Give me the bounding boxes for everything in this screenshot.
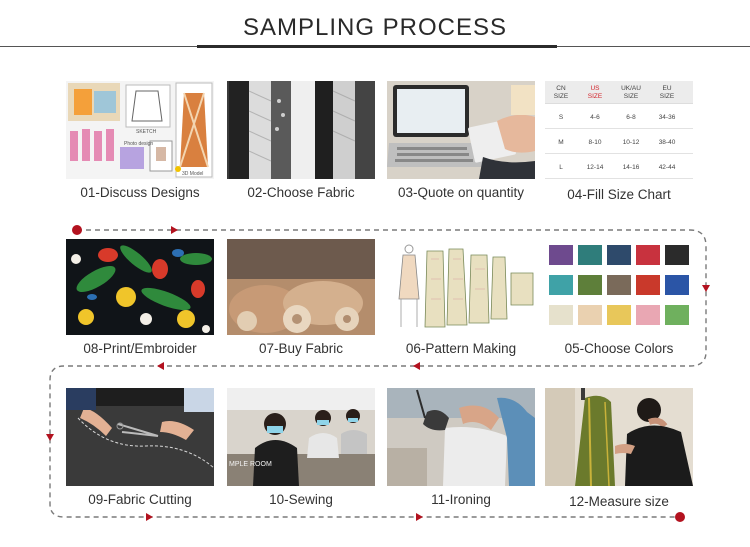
step-card-choose-fabric: 02-Choose Fabric [227,81,375,200]
sewing-workers-image: MPLE ROOM [227,388,375,486]
size-chart-cell: L [559,164,563,171]
svg-text:3D Model: 3D Model [182,171,203,177]
pattern-pieces-drawing [387,239,535,337]
step-card-fabric-cutting: 09-Fabric Cutting [66,388,214,507]
size-chart-cell: 42-44 [659,164,676,171]
title-underline [197,45,557,48]
step-label: 11-Ironing [431,492,491,507]
design-sketches-image: SKETCH Photo design 3D Model [66,81,214,179]
flow-arrow-2 [702,285,710,292]
size-chart-cell: 8-10 [588,139,601,146]
flow-arrow-3 [157,362,164,370]
size-chart-cell: 6-8 [626,114,636,121]
size-chart-row-divider [545,128,693,129]
svg-text:EU: EU [662,85,671,92]
step-label: 07-Buy Fabric [258,341,344,356]
size-chart-cell: 34-36 [659,114,676,121]
step-label: 08-Print/Embroider [83,341,197,356]
svg-text:SIZE: SIZE [624,93,639,100]
svg-text:US: US [590,85,600,92]
svg-text:SKETCH: SKETCH [136,129,157,135]
size-chart-cell: M [558,139,563,146]
step-label: 12-Measure size [569,494,669,509]
svg-text:SIZE: SIZE [660,93,675,100]
step-card-ironing: 11-Ironing [387,388,535,507]
size-chart-cell: S [559,114,564,121]
flow-arrow-7 [416,513,423,521]
step-card-sewing: MPLE ROOM 10-Sewing [227,388,375,507]
step-label: 04-Fill Size Chart [567,187,671,202]
flow-arrow-4 [413,362,420,370]
laptop-calculator-image [387,81,535,179]
step-card-pattern-making: 06-Pattern Making [387,239,535,356]
flow-arrow-5 [46,434,54,441]
svg-text:MPLE ROOM: MPLE ROOM [229,461,272,468]
size-chart-cell: 12-14 [587,164,604,171]
flow-arrow-6 [146,513,153,521]
size-chart-row-divider [545,178,693,179]
page-title: SAMPLING PROCESS [242,14,508,41]
step-label: 03-Quote on quantity [397,185,525,200]
step-card-measure-size: 12-Measure size [545,388,693,509]
step-card-buy-fabric: 07-Buy Fabric [227,239,375,356]
fabric-rolls-image [227,81,375,179]
step-card-discuss-designs: SKETCH Photo design 3D Model 01-Discuss … [66,81,214,200]
step-label: 05-Choose Colors [564,341,674,356]
svg-text:Photo design: Photo design [124,141,153,147]
size-chart-cell: 14-16 [623,164,640,171]
printed-fabric-image [66,239,214,337]
step-label: 02-Choose Fabric [247,185,355,200]
color-swatches-grid [545,239,693,337]
svg-text:CN: CN [556,85,566,92]
svg-text:SIZE: SIZE [554,93,569,100]
size-chart-cell: 10-12 [623,139,640,146]
step-card-fill-size-chart: CN SIZE US SIZE UK/AU SIZE EU SIZE S 4-6 6… [545,81,693,202]
step-card-choose-colors: 05-Choose Colors [545,239,693,356]
step-card-quote-on-quantity: 03-Quote on quantity [387,81,535,200]
svg-text:UK/AU: UK/AU [621,85,641,92]
flow-arrow-1 [171,226,178,234]
flow-end-dot [675,512,685,522]
svg-text:SIZE: SIZE [588,93,603,100]
size-chart-table: CN SIZE US SIZE UK/AU SIZE EU SIZE S 4-6 6… [545,81,693,179]
step-label: 10-Sewing [269,492,333,507]
ironing-image [387,388,535,486]
measuring-garment-image [545,388,693,486]
fabric-bolts-image [227,239,375,337]
cutting-fabric-image [66,388,214,486]
step-label: 01-Discuss Designs [80,185,200,200]
step-label: 09-Fabric Cutting [88,492,192,507]
step-card-print-embroider: 08-Print/Embroider [66,239,214,356]
step-label: 06-Pattern Making [405,341,517,356]
size-chart-cell: 4-6 [590,114,600,121]
flow-start-dot [72,225,82,235]
size-chart-row-divider [545,153,693,154]
size-chart-cell: 38-40 [659,139,676,146]
